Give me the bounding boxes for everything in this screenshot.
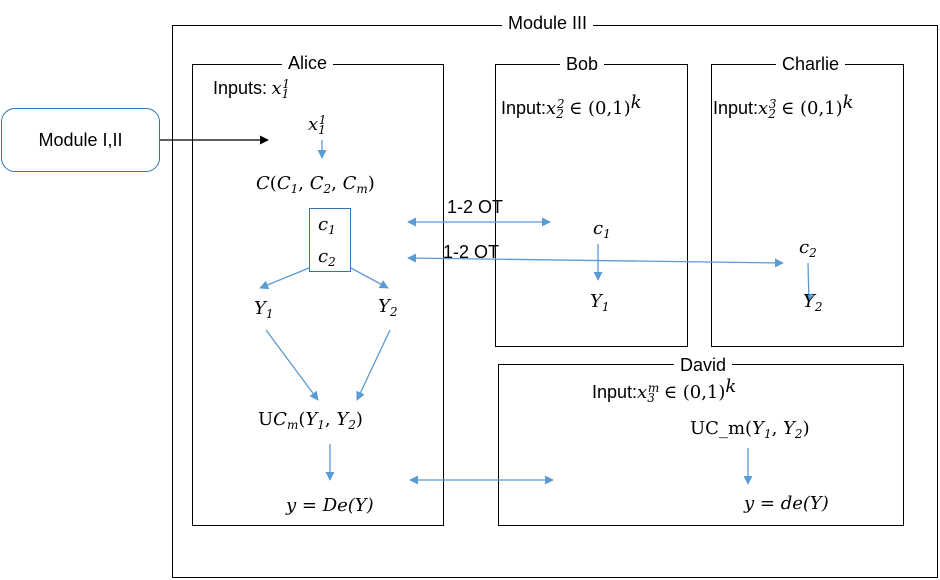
module-iii-title: Module III	[502, 13, 594, 33]
charlie-input-label: Input:	[713, 98, 759, 118]
alice-output: y = De(Y)	[286, 495, 374, 516]
bob-c1: c1	[593, 218, 611, 241]
alice-inputs-label: Inputs:	[213, 78, 268, 98]
alice-y1: Y1	[254, 298, 274, 321]
charlie-y2: Y2	[803, 291, 823, 314]
charlie-c2: c2	[799, 237, 817, 260]
alice-c2: c2	[318, 246, 336, 269]
arrow-shares-to-y1	[259, 267, 310, 290]
module-i-ii-box: Module I,II	[1, 108, 160, 172]
alice-inputs: Inputs: x11	[213, 77, 290, 101]
bob-input-label: Input:	[501, 98, 547, 118]
david-title: David	[674, 355, 733, 375]
arrow-charlie-c2-to-y2	[804, 262, 814, 303]
arrow-y1-to-ucm	[265, 329, 319, 401]
alice-y2: Y2	[378, 296, 398, 319]
arrow-shares-to-y2	[350, 267, 389, 289]
arrow-y2-to-ucm	[356, 329, 391, 401]
ot-label-bob: 1-2 OT	[447, 197, 504, 217]
bob-title: Bob	[560, 54, 605, 74]
alice-ucm: UCm(Y1, Y2)	[258, 409, 363, 432]
module-i-ii-label: Module I,II	[38, 129, 123, 150]
charlie-title: Charlie	[776, 54, 846, 74]
ot-label-charlie: 1-2 OT	[443, 242, 500, 262]
alice-shares-box	[309, 208, 351, 272]
bob-input: Input:x22 ∈ (0,1)k	[501, 92, 642, 121]
alice-c1: c1	[318, 214, 336, 237]
alice-circuit: C(C1, C2, Cm)	[256, 173, 375, 196]
david-ucm: UC_m(Y1, Y2)	[690, 418, 810, 441]
david-input-label: Input:	[592, 382, 638, 402]
arrow-ot-charlie	[407, 253, 784, 268]
alice-x-var: x11	[308, 113, 327, 137]
david-output: y = de(Y)	[744, 493, 829, 514]
bob-y1: Y1	[590, 291, 610, 314]
david-input: Input:x3m ∈ (0,1)k	[592, 376, 737, 405]
charlie-input: Input:x23 ∈ (0,1)k	[713, 92, 854, 121]
alice-title: Alice	[282, 53, 334, 73]
